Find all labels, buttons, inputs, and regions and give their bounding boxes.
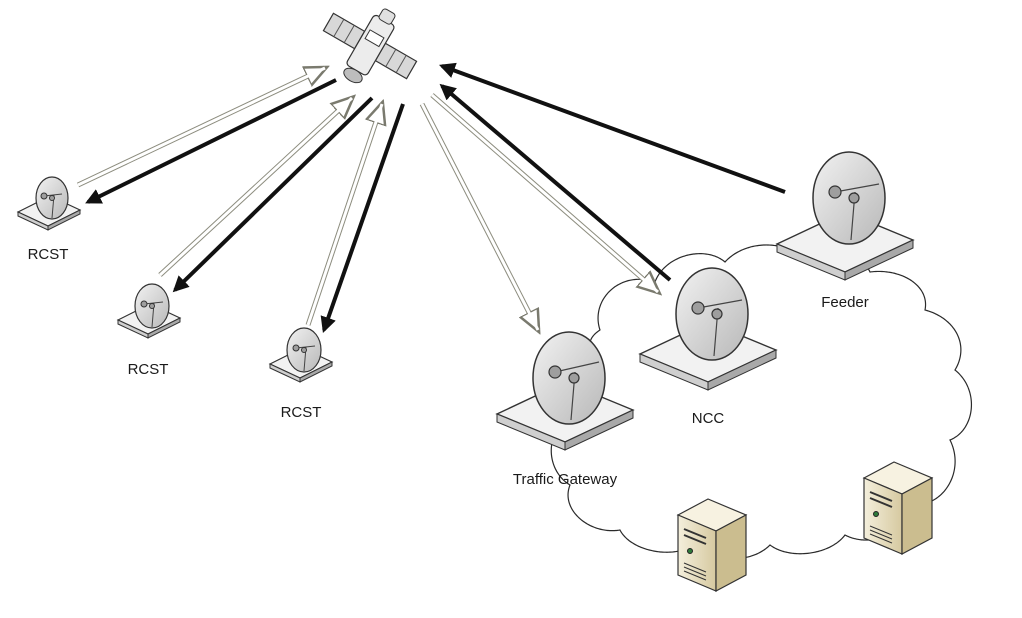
server-icon	[676, 498, 748, 592]
satellite-icon	[322, 8, 418, 84]
label-rcst-3: RCST	[281, 404, 322, 421]
link-sat-to-rcst3	[320, 103, 405, 334]
label-traffic-gateway: Traffic Gateway	[513, 471, 618, 488]
light-links	[76, 68, 658, 330]
ncc-dish	[638, 267, 778, 391]
label-rcst-1: RCST	[28, 246, 69, 263]
label-feeder: Feeder	[821, 294, 869, 311]
label-ncc: NCC	[692, 410, 725, 427]
rcst-dish-2	[116, 283, 182, 339]
link-feeder-to-sat	[438, 62, 786, 194]
link-sat-to-rcst1	[85, 78, 337, 204]
rcst-dish-1	[16, 176, 82, 231]
link-sat-to-rcst2	[172, 96, 374, 293]
rcst-dish-3	[268, 327, 334, 383]
link-ncc-to-sat	[439, 83, 672, 282]
feeder-dish	[775, 151, 915, 281]
dark-links	[85, 62, 786, 334]
server-icon	[862, 461, 934, 555]
traffic-gateway-dish	[495, 331, 635, 451]
label-rcst-2: RCST	[128, 361, 169, 378]
